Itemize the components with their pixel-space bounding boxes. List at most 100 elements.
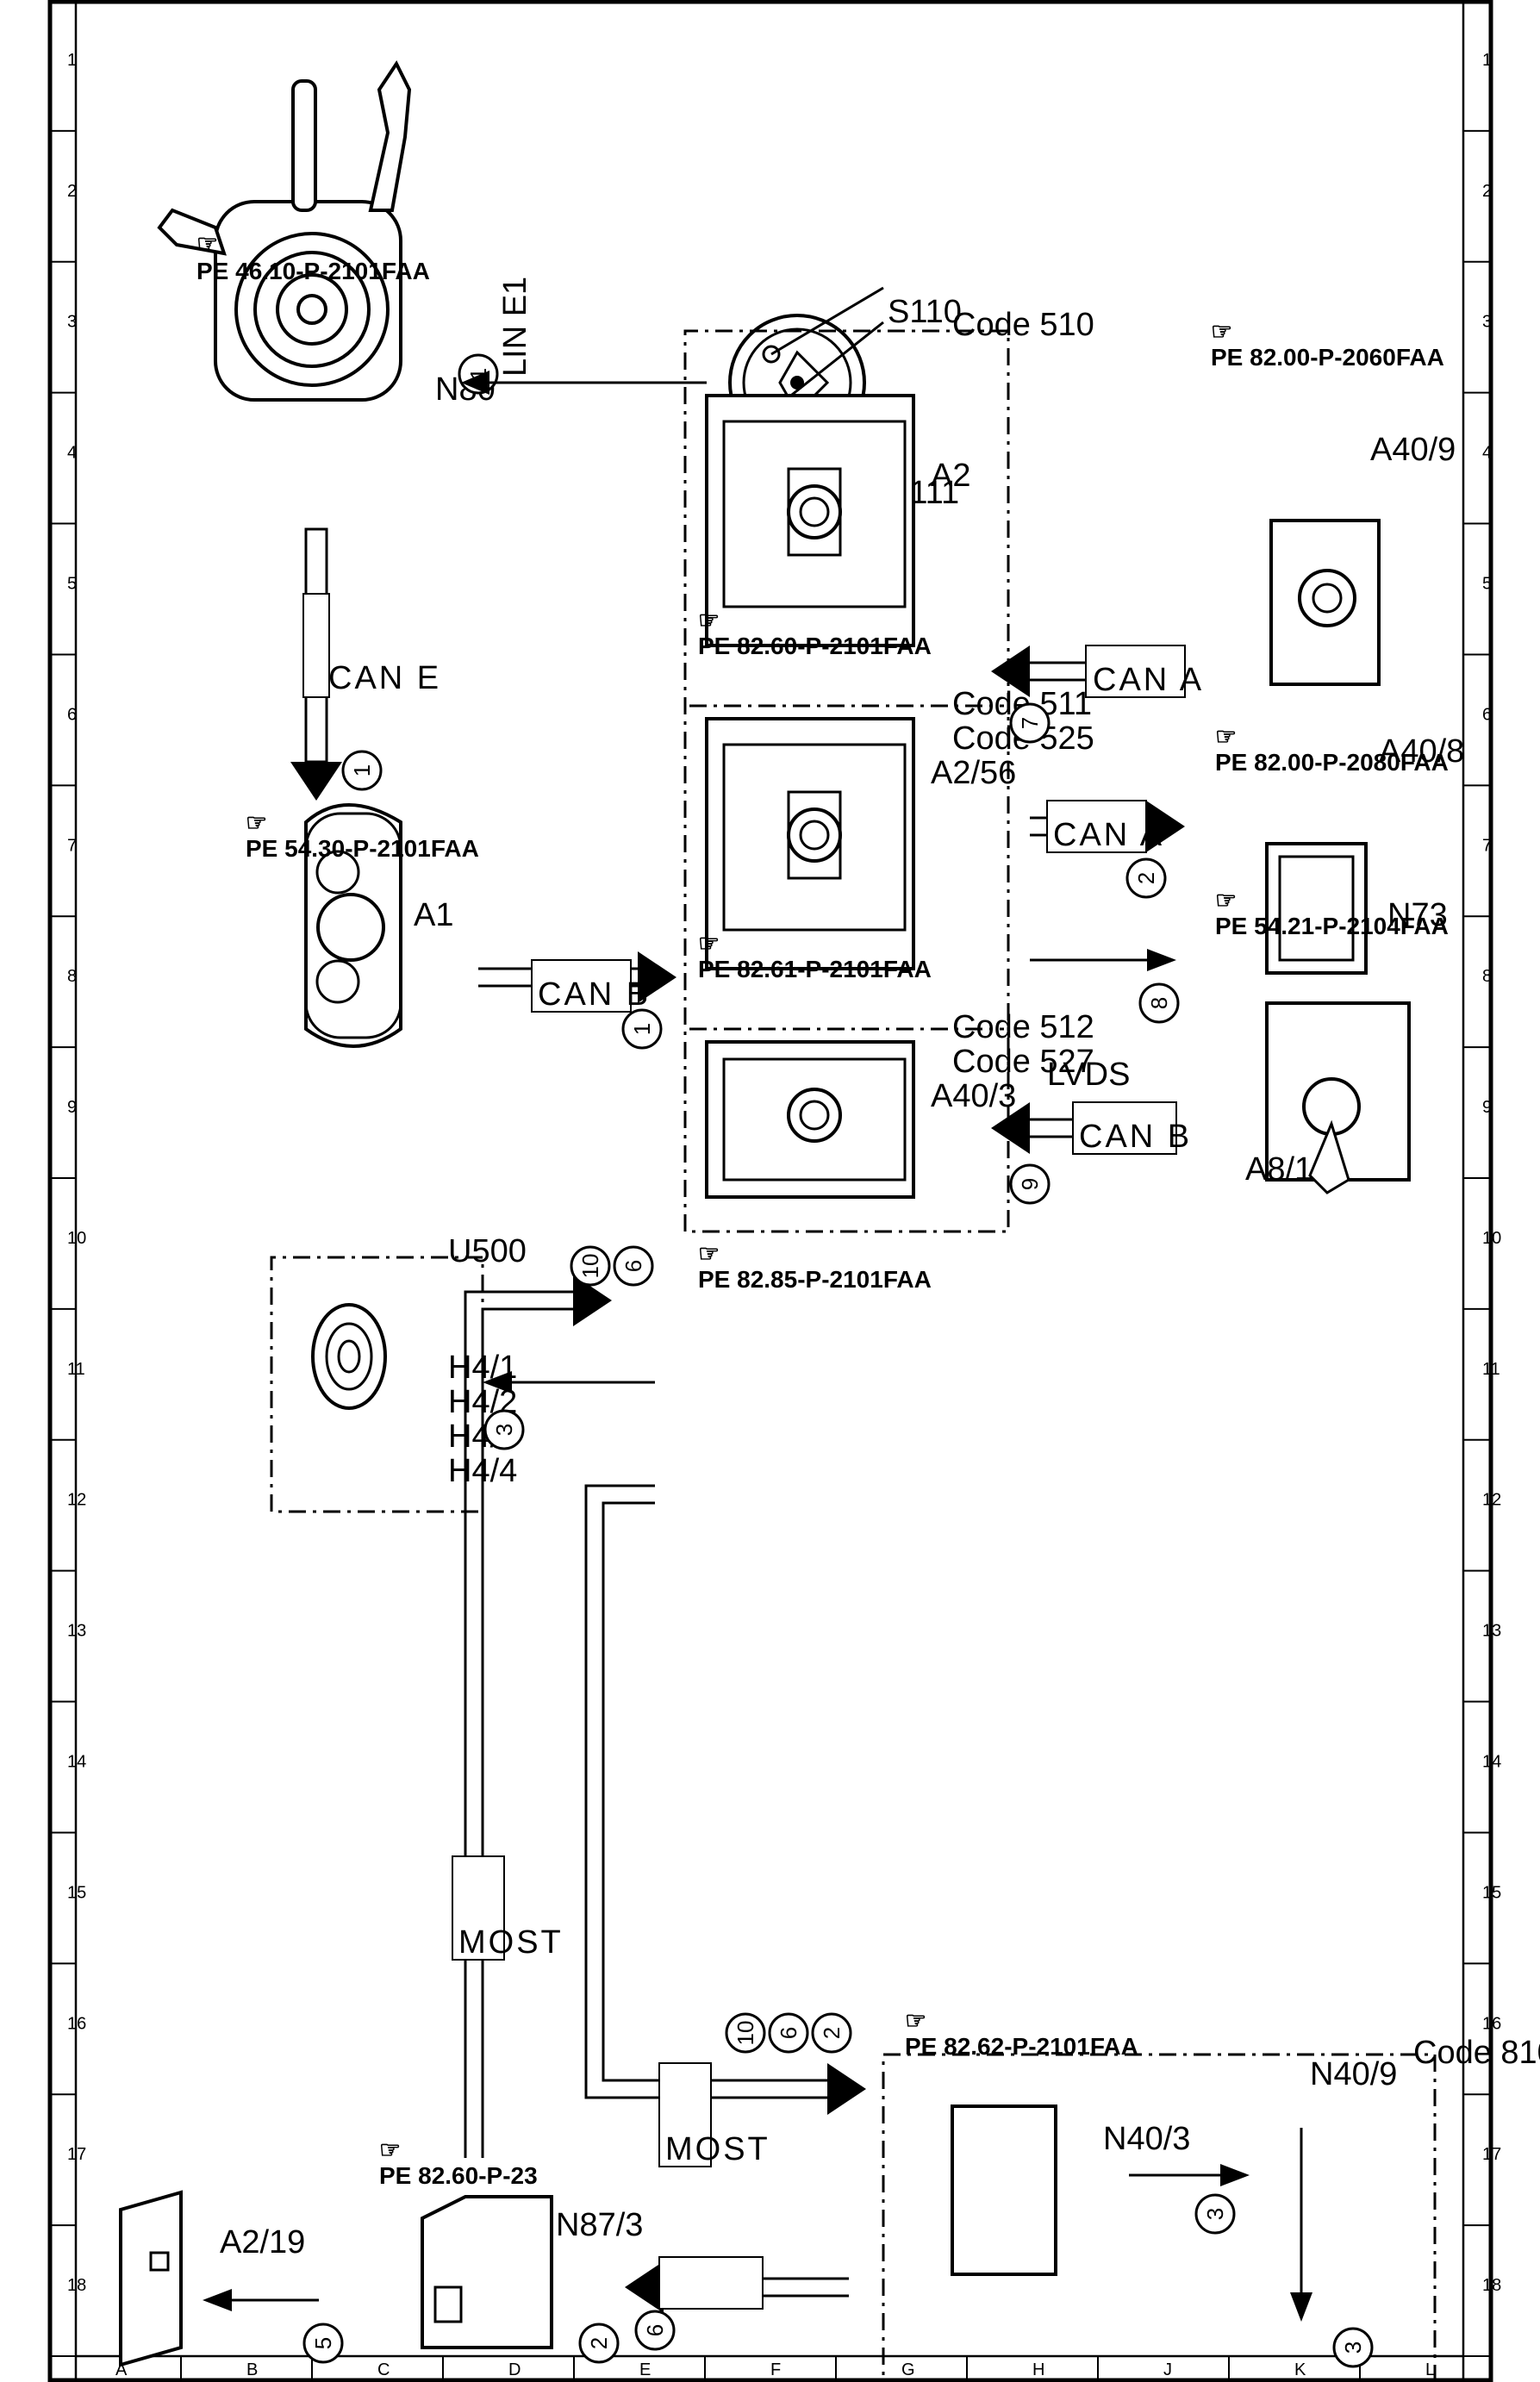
grid-row-label: E xyxy=(639,2360,651,2379)
grid-col-label: 1 xyxy=(1482,51,1492,70)
can-a-link-a40-8: CAN A xyxy=(1030,800,1185,853)
grid-col-label: 12 xyxy=(67,1491,86,1510)
grid-row-label: G xyxy=(901,2360,915,2379)
grid-col-label: 14 xyxy=(67,1753,86,1772)
grid-col-label: 10 xyxy=(67,1229,86,1248)
grid-col-label: 15 xyxy=(67,1883,86,1902)
grid-col-label: 14 xyxy=(1482,1753,1501,1772)
circle-1-canb: 1 xyxy=(621,1008,663,1050)
grid-col-label: 11 xyxy=(67,1360,85,1379)
most-link-n40-n87 xyxy=(625,2256,849,2313)
circle-8-text: 8 xyxy=(1146,997,1172,1009)
grid-col-label: 7 xyxy=(1482,836,1492,855)
a2-56-ref-icon: ☞ xyxy=(698,930,720,957)
circle-3-n40-9-text: 3 xyxy=(1340,2341,1366,2354)
u500-group: U500 H4/1 H4/2 H4/3 H4/4 xyxy=(270,1233,527,1513)
lin-e1-label: LIN E1 xyxy=(497,277,533,377)
a40-8-display: A40/8 ☞ PE 82.00-P-2080FAA xyxy=(1215,723,1464,975)
circle-6-most-text: 6 xyxy=(620,1260,646,1272)
can-b-link-n73: CAN B xyxy=(991,1101,1192,1155)
grid-col-label: 13 xyxy=(67,1622,86,1641)
circle-10-most: 10 xyxy=(570,1245,611,1287)
a40-9-ref: PE 82.00-P-2060FAA xyxy=(1211,344,1444,371)
grid-col-label: 1 xyxy=(67,51,77,70)
a40-3-ref-icon: ☞ xyxy=(698,1240,720,1267)
circle-3-n40-text: 3 xyxy=(1202,2208,1228,2220)
a40-8-ref: PE 82.00-P-2080FAA xyxy=(1215,749,1449,776)
s110-label: S110 xyxy=(888,294,962,330)
grid-col-label: 6 xyxy=(67,705,77,724)
grid-col-label: 9 xyxy=(1482,1098,1492,1117)
a2-ref: PE 82.60-P-2101FAA xyxy=(698,633,932,659)
a2-56-ref: PE 82.61-P-2101FAA xyxy=(698,956,932,982)
circle-2-bottom: 2 xyxy=(578,2323,620,2364)
a2-19-module: A2/19 xyxy=(119,2190,319,2367)
can-e-link: CAN E xyxy=(290,527,441,801)
n80-module: N80 ☞ PE 46.10-P-2101FAA xyxy=(157,60,496,408)
most-n87-label: MOST xyxy=(458,1924,564,1961)
grid-row-label: J xyxy=(1163,2360,1172,2379)
circle-2-most: 2 xyxy=(811,2012,852,2054)
grid-ticks xyxy=(50,129,1492,2382)
circle-6-most: 6 xyxy=(613,1245,654,1287)
circle-3-n40-9: 3 xyxy=(1332,2327,1374,2368)
can-e-label: CAN E xyxy=(328,660,441,696)
grid-col-label: 15 xyxy=(1482,1883,1501,1902)
n80-ring-inner xyxy=(276,273,348,346)
grid-col-label: 16 xyxy=(67,2014,86,2033)
grid-col-label: 3 xyxy=(67,313,77,332)
circle-6-bottom-text: 6 xyxy=(642,2324,668,2336)
circle-5-text: 5 xyxy=(310,2337,336,2349)
a1-ref-icon: ☞ xyxy=(246,809,267,836)
circle-5: 5 xyxy=(302,2323,344,2364)
n73-ref: PE 54.21-P-2104FAA xyxy=(1215,913,1449,939)
circle-6-most-2: 6 xyxy=(768,2012,809,2054)
circle-10-most-text: 10 xyxy=(577,1254,603,1279)
n87-3-module: N87/3 ☞ PE 82.60-P-23 xyxy=(379,2136,643,2349)
n40-3-group: Code 810 N40/3 N40/9 ☞ PE 82.62-P-2101FA… xyxy=(882,2007,1540,2382)
grid-col-label: 7 xyxy=(67,836,77,855)
circle-8: 8 xyxy=(1138,982,1180,1024)
a2-code: Code 510 xyxy=(952,307,1094,343)
n73-ref-icon: ☞ xyxy=(1215,887,1237,914)
circle-9: 9 xyxy=(1009,1163,1051,1205)
lin-e1-link: LIN E1 xyxy=(461,277,707,395)
grid-col-label: 12 xyxy=(1482,1491,1501,1510)
a2-ref-icon: ☞ xyxy=(698,607,720,633)
grid-row-label: C xyxy=(377,2360,390,2379)
grid-row-label: L xyxy=(1425,2360,1435,2379)
a2-56-label: A2/56 xyxy=(931,755,1016,791)
circle-10-most-2: 10 xyxy=(725,2012,766,2054)
can-a-a40-8-label: CAN A xyxy=(1053,817,1164,853)
n80-stalk-3 xyxy=(157,208,227,256)
n40-3-label: N40/3 xyxy=(1103,2121,1190,2157)
grid-row-label: K xyxy=(1294,2360,1306,2379)
grid-col-label: 8 xyxy=(1482,967,1492,986)
circle-1-cane: 1 xyxy=(341,750,383,791)
n40-3-ref: PE 82.62-P-2101FAA xyxy=(905,2033,1138,2060)
head-to-u500-link xyxy=(483,1371,655,1394)
u500-label: U500 xyxy=(448,1233,527,1269)
can-b-a1-label: CAN B xyxy=(538,976,651,1013)
grid-row-label: D xyxy=(508,2360,521,2379)
head-unit-group xyxy=(683,329,1010,1233)
a40-9-label: A40/9 xyxy=(1370,432,1456,468)
a40-9-ref-icon: ☞ xyxy=(1211,318,1232,345)
n80-stalk-1 xyxy=(291,79,317,212)
circle-6-bottom: 6 xyxy=(634,2310,676,2351)
a2-label: A2 xyxy=(931,458,970,494)
a40-3-code1: Code 512 xyxy=(952,1009,1094,1045)
grid-col-label: 9 xyxy=(67,1098,77,1117)
n87-3-ref-icon: ☞ xyxy=(379,2136,401,2163)
grid-col-label: 3 xyxy=(1482,313,1492,332)
n80-stalk-2 xyxy=(368,60,412,212)
a2-head-unit: Code 510 A2 ☞ PE 82.60-P-2101FAA xyxy=(698,307,1094,659)
can-b-n73-label: CAN B xyxy=(1079,1119,1192,1155)
n80-ring-mid xyxy=(253,251,371,368)
a40-3-label: A40/3 xyxy=(931,1078,1016,1114)
grid-col-label: 6 xyxy=(1482,705,1492,724)
grid-col-label: 16 xyxy=(1482,2014,1501,2033)
grid-col-label: 4 xyxy=(1482,444,1492,463)
